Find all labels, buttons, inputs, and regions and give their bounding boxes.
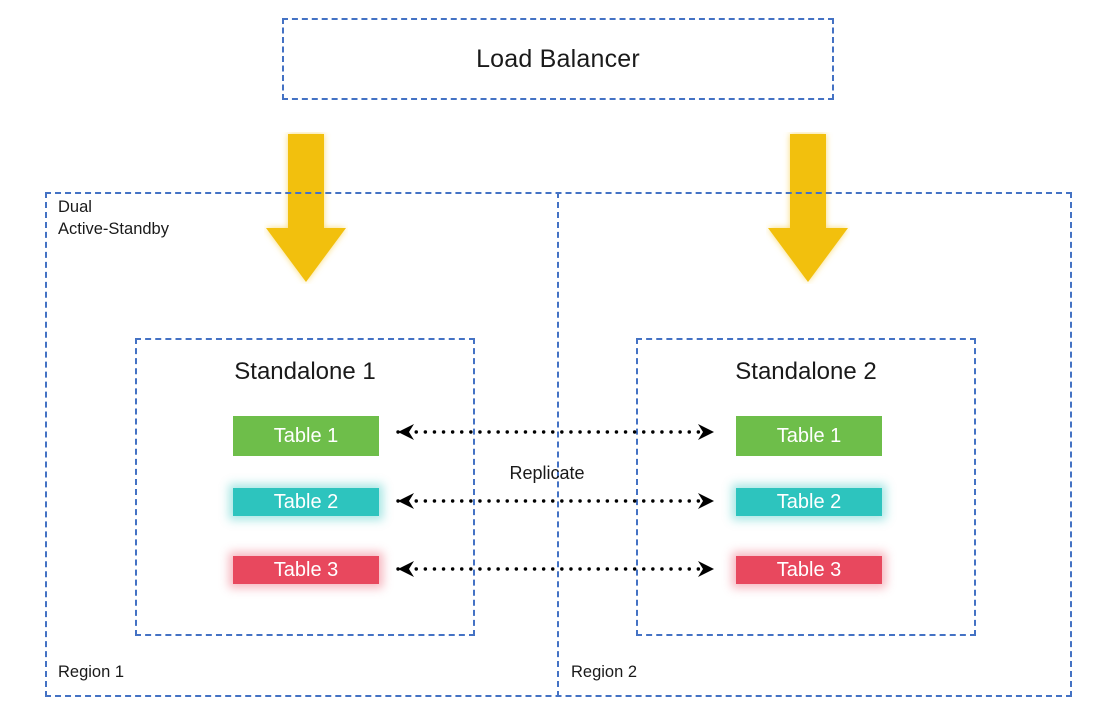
standalone-2-table-3: Table 3: [736, 556, 882, 584]
table-label: Table 1: [776, 424, 842, 447]
region-1-label: Region 1: [58, 663, 125, 681]
load-balancer-box: Load Balancer: [282, 18, 834, 100]
down-arrow-icon-to-standalone-1: [266, 134, 346, 282]
standalone-1-box: Standalone 1 Table 1 Table 2 Table 3: [135, 338, 475, 636]
load-balancer-label: Load Balancer: [476, 44, 640, 73]
table-label: Table 3: [273, 558, 339, 581]
standalone-2-table-2: Table 2: [736, 488, 882, 516]
standalone-1-table-2: Table 2: [233, 488, 379, 516]
down-arrow-icon-to-standalone-2: [768, 134, 848, 282]
region-divider: [557, 192, 559, 697]
standalone-1-table-1: Table 1: [233, 416, 379, 456]
replication-arrow-table-3: [396, 561, 716, 577]
table-label: Table 2: [776, 490, 842, 513]
table-label: Table 2: [273, 490, 339, 513]
standalone-2-title: Standalone 2: [735, 358, 877, 385]
standalone-2-table-1: Table 1: [736, 416, 882, 456]
table-label: Table 1: [273, 424, 339, 447]
standalone-1-table-3: Table 3: [233, 556, 379, 584]
replication-arrow-table-1: [396, 424, 716, 440]
replication-arrow-table-2: [396, 493, 716, 509]
standalone-1-title: Standalone 1: [234, 358, 376, 385]
dual-active-standby-label: Dual Active-Standby: [58, 198, 169, 239]
region-2-label: Region 2: [571, 663, 638, 681]
standalone-2-box: Standalone 2 Table 1 Table 2 Table 3: [636, 338, 976, 636]
table-label: Table 3: [776, 558, 842, 581]
